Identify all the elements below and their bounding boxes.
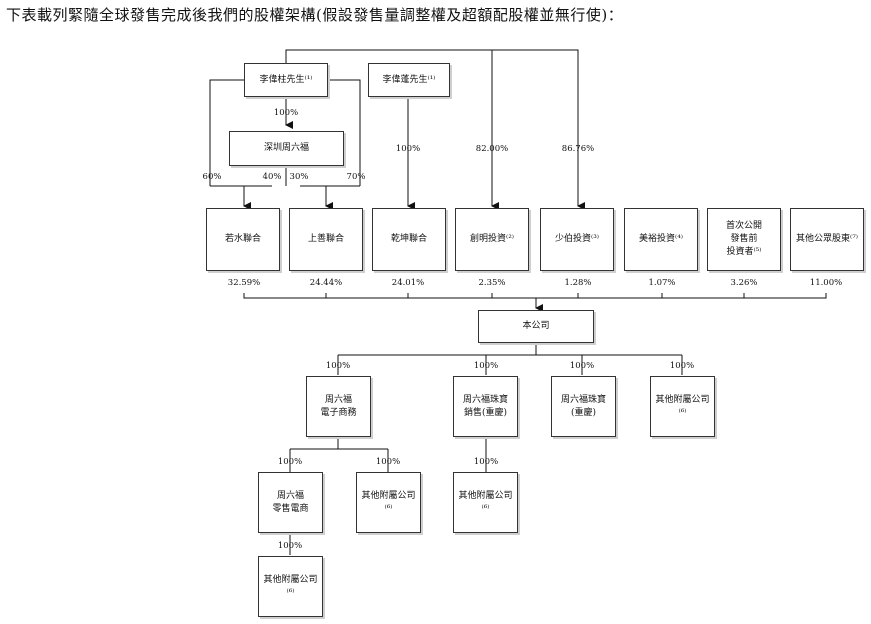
shareholder-box: 美裕投資⁽⁴⁾ xyxy=(624,208,698,271)
shareholder-box: 創明投資⁽²⁾ xyxy=(455,208,529,271)
holder-li-weipeng: 李偉蓬先生⁽¹⁾ xyxy=(368,63,450,97)
subsidiary-pct: 100% xyxy=(375,457,401,467)
shareholder-name: 創明投資⁽²⁾ xyxy=(469,234,515,244)
subsidiary-box: 周六福 零售電商 xyxy=(258,472,323,533)
shareholder-box: 上善聯合 xyxy=(289,208,363,271)
subsidiary-box: 其他附屬公司⁽⁶⁾ xyxy=(356,472,421,533)
subsidiary-pct: 100% xyxy=(277,541,303,551)
subsidiary-name: 周六福 零售電商 xyxy=(272,490,309,514)
subsidiary-box: 其他附屬公司⁽⁶⁾ xyxy=(258,556,323,617)
edge-label: 40% xyxy=(262,172,282,182)
shareholder-box: 乾坤聯合 xyxy=(372,208,446,271)
holder-shenzhen: 深圳周六福 xyxy=(229,131,344,166)
subsidiary-pct: 100% xyxy=(473,361,499,371)
subsidiary-name: 周六福珠寶 (重慶) xyxy=(560,394,606,418)
shareholder-name: 上善聯合 xyxy=(307,234,344,244)
shareholder-name: 其他公眾股東⁽⁷⁾ xyxy=(795,234,859,244)
subsidiary-pct: 100% xyxy=(569,361,595,371)
company-box: 本公司 xyxy=(478,310,594,343)
shareholder-box: 其他公眾股東⁽⁷⁾ xyxy=(790,208,864,271)
subsidiary-box: 其他附屬公司⁽⁶⁾ xyxy=(453,472,518,533)
subsidiary-pct: 100% xyxy=(473,457,499,467)
holder-shenzhen-label: 深圳周六福 xyxy=(263,143,309,153)
subsidiary-name: 其他附屬公司⁽⁶⁾ xyxy=(458,490,513,514)
subsidiary-pct: 100% xyxy=(669,361,695,371)
intro-text: 下表載列緊隨全球發售完成後我們的股權架構(假設發售量調整權及超額配股權並無行使)… xyxy=(6,6,624,24)
subsidiary-box: 周六福珠寶 銷售(重慶) xyxy=(453,376,518,437)
subsidiary-box: 周六福 電子商務 xyxy=(306,376,371,437)
shareholding-pct: 24.44% xyxy=(309,278,343,288)
shareholding-pct: 1.07% xyxy=(648,278,676,288)
subsidiary-pct: 100% xyxy=(277,457,303,467)
edge-label: 70% xyxy=(346,172,366,182)
shareholder-box: 若水聯合 xyxy=(206,208,280,271)
shareholding-pct: 3.26% xyxy=(730,278,758,288)
edge-label: 100% xyxy=(273,108,299,118)
subsidiary-name: 其他附屬公司⁽⁶⁾ xyxy=(361,490,416,514)
shareholding-pct: 1.28% xyxy=(564,278,592,288)
holder-li-weizhu: 李偉柱先生⁽¹⁾ xyxy=(244,63,328,97)
shareholding-pct: 32.59% xyxy=(227,278,261,288)
shareholder-box: 首次公開 發售前 投資者⁽⁵⁾ xyxy=(707,208,781,271)
shareholder-name: 少伯投資⁽³⁾ xyxy=(554,234,600,244)
shareholding-pct: 2.35% xyxy=(478,278,506,288)
subsidiary-name: 周六福 電子商務 xyxy=(320,394,357,418)
company-label: 本公司 xyxy=(522,321,550,331)
subsidiary-box: 其他附屬公司⁽⁶⁾ xyxy=(650,376,715,437)
shareholder-name: 首次公開 發售前 投資者⁽⁵⁾ xyxy=(725,221,762,257)
subsidiary-name: 其他附屬公司⁽⁶⁾ xyxy=(655,394,710,418)
shareholding-pct: 24.01% xyxy=(391,278,425,288)
holder-li-weipeng-label: 李偉蓬先生⁽¹⁾ xyxy=(382,74,436,85)
shareholder-name: 若水聯合 xyxy=(224,234,261,244)
edge-label: 60% xyxy=(202,172,222,182)
shareholder-name: 乾坤聯合 xyxy=(390,234,427,244)
subsidiary-name: 周六福珠寶 銷售(重慶) xyxy=(462,394,508,418)
shareholding-pct: 11.00% xyxy=(809,278,843,288)
holder-li-weizhu-label: 李偉柱先生⁽¹⁾ xyxy=(259,74,313,85)
edge-label: 100% xyxy=(395,144,421,154)
edge-label: 82.00% xyxy=(475,144,509,154)
edge-label: 30% xyxy=(289,172,309,182)
subsidiary-name: 其他附屬公司⁽⁶⁾ xyxy=(263,574,318,598)
subsidiary-box: 周六福珠寶 (重慶) xyxy=(551,376,616,437)
subsidiary-pct: 100% xyxy=(325,361,351,371)
shareholder-box: 少伯投資⁽³⁾ xyxy=(540,208,614,271)
edge-label: 86.76% xyxy=(561,144,595,154)
shareholder-name: 美裕投資⁽⁴⁾ xyxy=(638,234,684,244)
